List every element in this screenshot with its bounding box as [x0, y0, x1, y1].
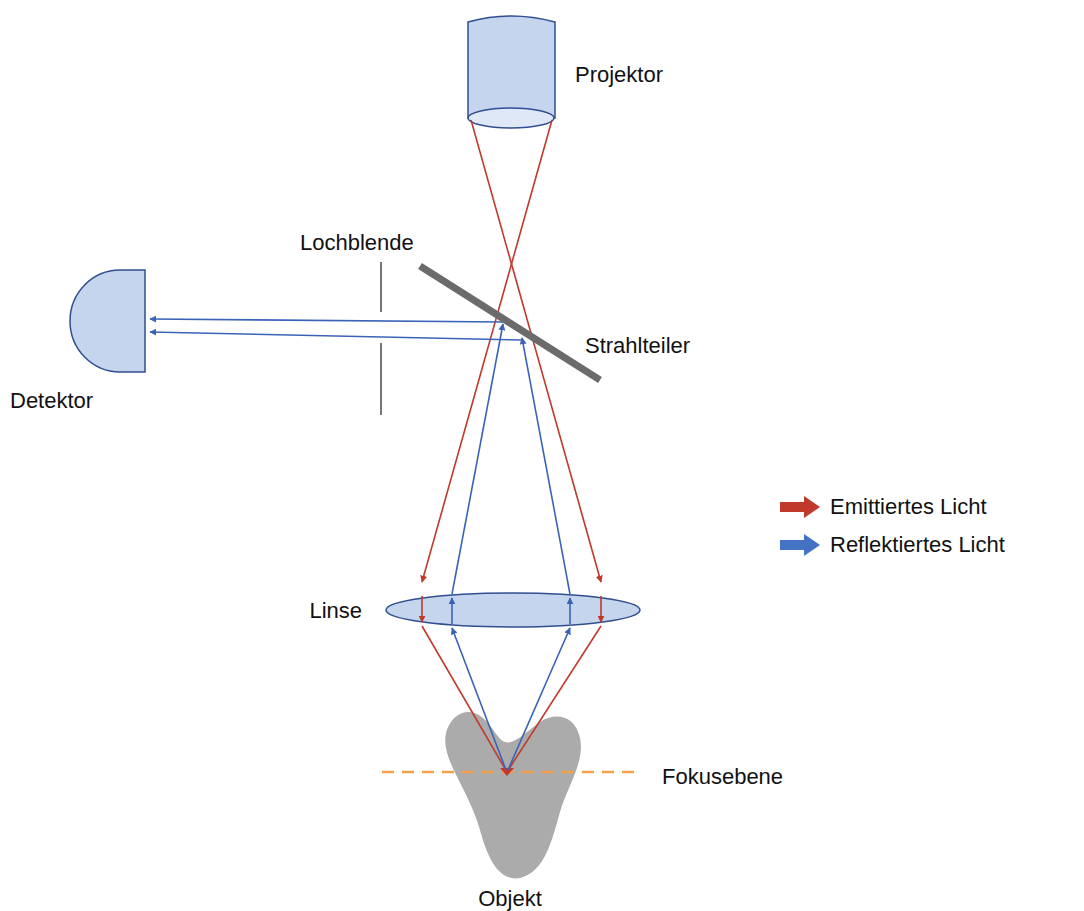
part-label: Detektor [10, 388, 93, 414]
lens-shape [386, 593, 640, 627]
pinhole-aperture [380, 262, 382, 415]
legend-text: Reflektiertes Licht [830, 532, 1005, 558]
projector-symbol [468, 16, 555, 128]
legend-text: Emittiertes Licht [830, 494, 987, 520]
emitted-rays [422, 120, 601, 772]
part-label: Objekt [478, 886, 542, 911]
part-label: Lochblende [300, 230, 414, 256]
part-label: Linse [309, 598, 362, 624]
legend-item: Reflektiertes Licht [778, 532, 1005, 558]
part-label: Fokusebene [662, 764, 783, 790]
reflected-rays [150, 319, 570, 770]
legend-swatch [778, 532, 822, 558]
focus-point [500, 768, 514, 776]
part-label: Projektor [575, 62, 663, 88]
legend-item: Emittiertes Licht [778, 494, 987, 520]
part-label: Strahlteiler [585, 333, 690, 359]
beam-splitter [420, 266, 600, 380]
legend-swatch [778, 494, 822, 520]
detector-symbol [70, 270, 145, 372]
object-shape [445, 712, 581, 878]
